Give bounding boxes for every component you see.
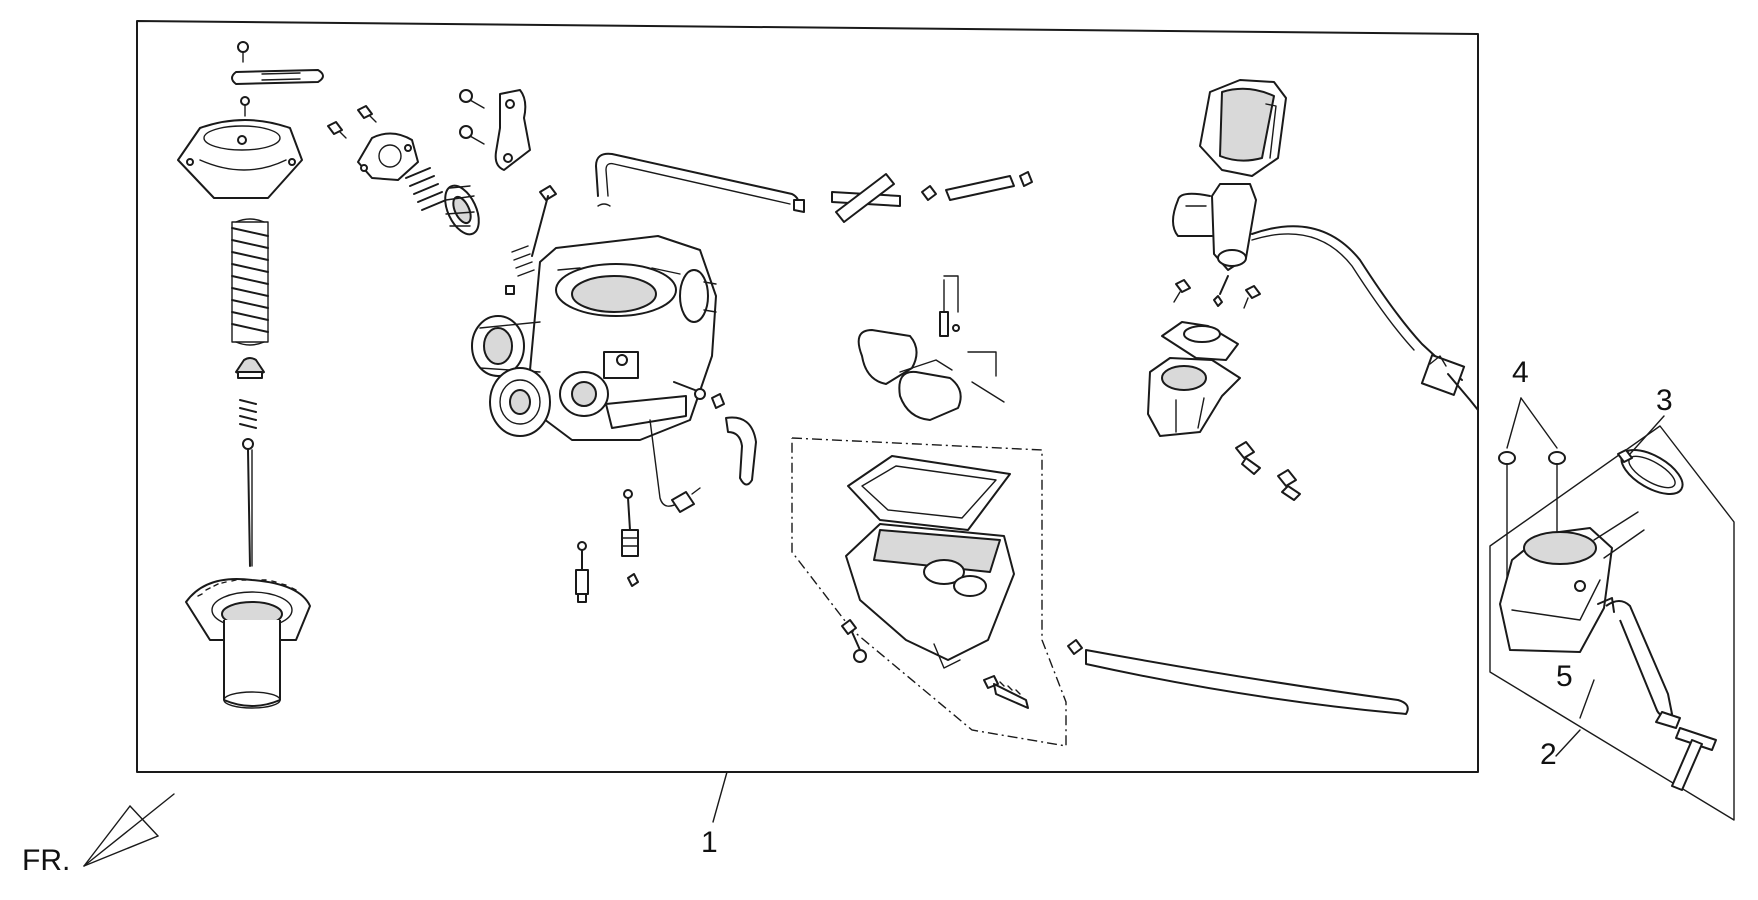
jets-group — [575, 489, 639, 603]
drain-hose — [1067, 639, 1409, 715]
front-direction-arrow — [83, 793, 175, 867]
throttle-bracket-group — [459, 89, 531, 171]
front-marker-label: FR. — [22, 844, 70, 877]
vacuum-slide-stack — [177, 41, 324, 709]
auto-choke-group — [1147, 79, 1479, 501]
leader-lines — [712, 397, 1665, 823]
callout-4: 4 — [1512, 356, 1529, 389]
float-bowl-group — [791, 437, 1067, 747]
carburetor-body — [471, 152, 805, 513]
carburetor-assembly-frame — [136, 20, 1479, 773]
callout-3: 3 — [1656, 384, 1673, 417]
callout-1: 1 — [701, 826, 718, 859]
idle-adjust-group — [327, 105, 480, 236]
float-group — [857, 275, 1005, 421]
hose-fittings — [831, 171, 1033, 223]
callout-2: 2 — [1540, 738, 1557, 771]
intake-manifold-group — [1489, 425, 1735, 821]
callout-5: 5 — [1556, 660, 1573, 693]
